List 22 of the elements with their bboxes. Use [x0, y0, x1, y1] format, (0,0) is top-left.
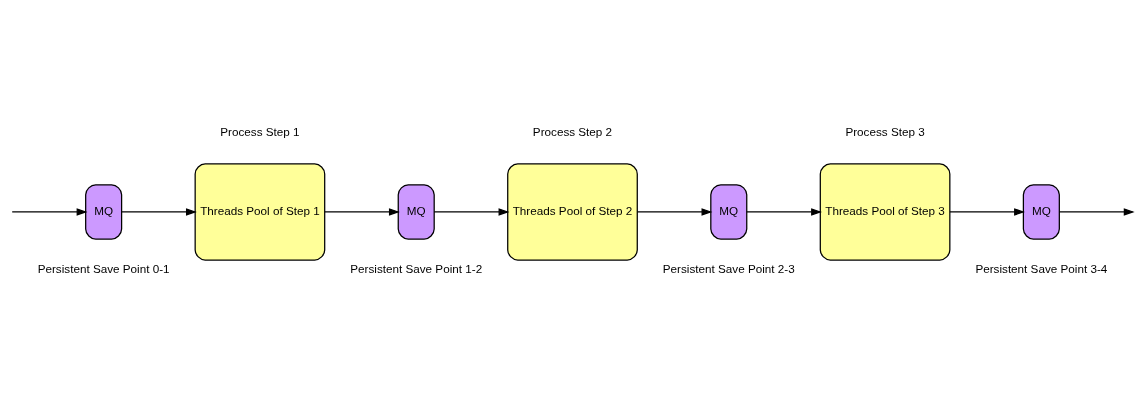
arrow	[949, 207, 1025, 216]
node-label: Persistent Save Point 2-3	[662, 261, 795, 275]
arrow	[636, 207, 713, 216]
node-label: Process Step 2	[532, 124, 613, 138]
arrow	[121, 207, 197, 216]
node-label: Process Step 1	[220, 124, 300, 138]
arrow	[1058, 207, 1135, 216]
node-label: Persistent Save Point 3-4	[975, 261, 1108, 275]
node-box: MQ	[85, 183, 123, 240]
node-box: Threads Pool of Step 2	[507, 162, 638, 261]
node-box: Threads Pool of Step 3	[819, 162, 951, 261]
node-box: MQ	[1022, 183, 1060, 240]
arrow	[324, 207, 400, 216]
arrow	[11, 207, 88, 216]
node-label: Persistent Save Point 1-2	[350, 261, 483, 275]
node-label: Persistent Save Point 0-1	[37, 261, 170, 275]
node-box: MQ	[397, 183, 435, 240]
node-label: Process Step 3	[845, 124, 925, 138]
arrow	[746, 207, 822, 216]
node-box: Threads Pool of Step 1	[194, 162, 326, 261]
arrow	[433, 207, 510, 216]
node-box: MQ	[710, 183, 748, 240]
